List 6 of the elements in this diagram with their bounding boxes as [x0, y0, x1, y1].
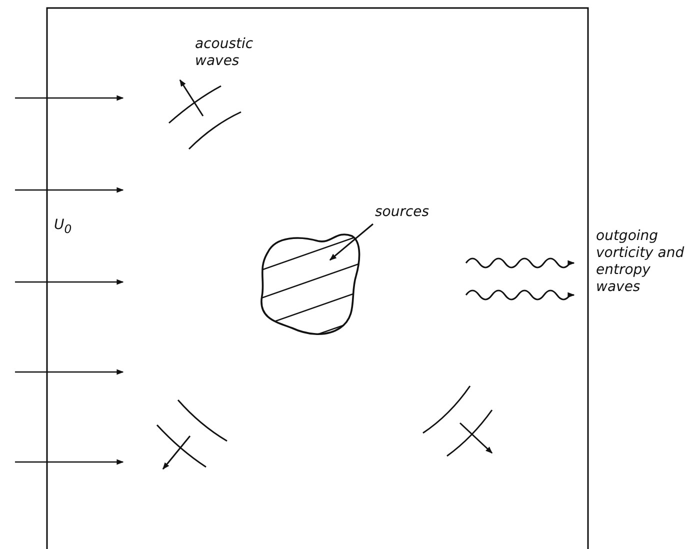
annotation-text: outgoing vorticity and entropy waves — [596, 228, 686, 296]
annotation-text: U$_{0}$ — [54, 217, 73, 238]
leader-line — [329, 223, 374, 261]
annotation-text: acoustic waves — [195, 36, 254, 70]
source-region-blob — [260, 234, 360, 335]
node-label: sources — [375, 204, 430, 221]
